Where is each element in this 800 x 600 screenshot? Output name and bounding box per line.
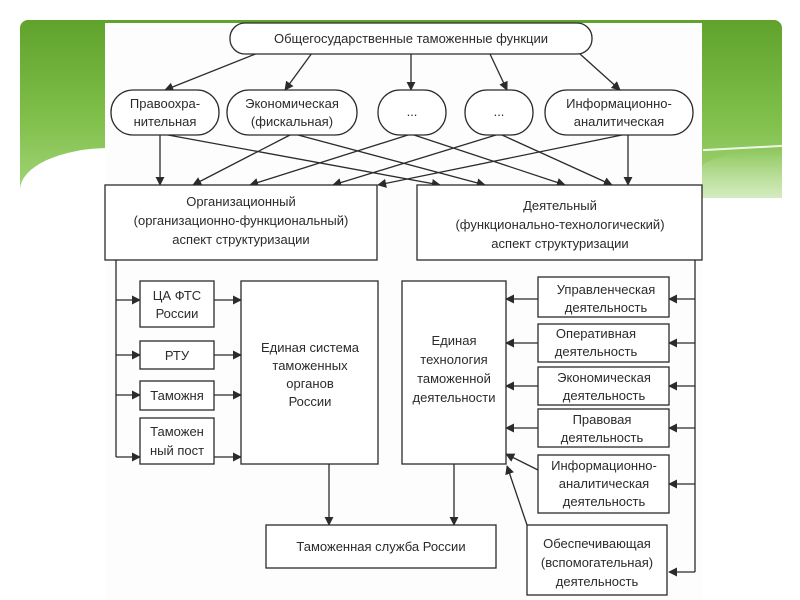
unified-system-label-line: Единая система (261, 340, 360, 355)
edge-f4-to-org (332, 134, 497, 187)
function-node-f3: ... (377, 89, 447, 136)
organ-label-line: России (156, 306, 199, 321)
activity-label-line: деятельность (555, 344, 638, 359)
aspect-label-line: (организационно-функциональный) (134, 213, 349, 228)
organ-label-line: Таможня (150, 388, 204, 403)
edge-f5-to-org (377, 134, 623, 188)
edge-f2-to-act (297, 134, 486, 188)
activity-label-line: деятельность (556, 574, 639, 589)
unified-system-label-line: таможенных (272, 358, 348, 373)
edge-f2-to-org (192, 134, 291, 186)
edge-activity-5-to-tech (505, 453, 539, 471)
activity-box-a1: Управленческая деятельность (537, 276, 670, 318)
diagram-edges (115, 52, 696, 577)
unified-system-label-line: России (289, 394, 332, 409)
unified-technology-label-line: Единая (432, 333, 477, 348)
function-label-line: ... (407, 104, 418, 119)
root-node-label: Общегосударственные таможенные функции (274, 31, 548, 46)
unified-system-box: Единая система таможенных органов России (240, 280, 379, 465)
function-node-f2: Экономическая (фискальная) (226, 89, 358, 136)
activity-aspect-box: Деятельный (функционально-технологически… (416, 184, 703, 261)
activity-label-line: деятельность (563, 494, 646, 509)
aspect-label-line: Деятельный (523, 198, 597, 213)
function-label-line: Информационно- (566, 96, 672, 111)
unified-technology-label-line: технология (420, 352, 487, 367)
function-node-f5: Информационно- аналитическая (544, 89, 694, 136)
activity-label-line: деятельность (563, 388, 646, 403)
activity-label-line: деятельность (565, 300, 648, 315)
organ-label-line: РТУ (165, 348, 190, 363)
slide-swoosh-decoration-right (700, 150, 782, 200)
activity-box-a6: Обеспечивающая (вспомогательная) деятель… (526, 524, 668, 596)
result-box: Таможенная служба России (265, 524, 497, 569)
organ-box-o2: РТУ (139, 340, 215, 370)
activity-label-line: (вспомогательная) (541, 555, 653, 570)
function-label-line: аналитическая (574, 114, 664, 129)
aspect-label-line: аспект структуризации (491, 236, 628, 251)
aspect-label-line: Организационный (186, 194, 296, 209)
edge-root-to-f2 (284, 52, 313, 91)
activity-label-line: Экономическая (557, 370, 651, 385)
unified-technology-box: Единая технология таможенной деятельност… (401, 280, 507, 465)
function-label-line: нительная (134, 114, 197, 129)
function-node-f1: Правоохра- нительная (110, 89, 220, 136)
unified-system-label-line: органов (286, 376, 334, 391)
organizational-aspect-box: Организационный (организационно-функцион… (104, 184, 378, 261)
edge-activity-6-to-tech (505, 465, 528, 526)
activity-box-a2: Оперативная деятельность (537, 323, 670, 363)
edge-root-to-f4 (489, 53, 508, 91)
activity-label-line: Информационно- (551, 458, 657, 473)
edge-f3-to-act (413, 134, 566, 187)
activity-label-line: Правовая (573, 412, 632, 427)
aspect-label-line: (функционально-технологический) (455, 217, 664, 232)
activity-label-line: деятельность (561, 430, 644, 445)
result-label: Таможенная служба России (296, 539, 465, 554)
edge-root-to-f1 (164, 52, 259, 92)
root-node: Общегосударственные таможенные функции (229, 22, 593, 55)
aspect-label-line: аспект структуризации (172, 232, 309, 247)
activity-box-a3: Экономическая деятельность (537, 366, 670, 406)
edge-f3-to-org (249, 134, 409, 187)
activity-label-line: Обеспечивающая (543, 536, 651, 551)
organ-box-o1: ЦА ФТС России (139, 280, 215, 328)
activity-box-a5: Информационно- аналитическая деятельност… (537, 454, 670, 514)
organ-box-o3: Таможня (139, 380, 215, 411)
unified-technology-label-line: деятельности (413, 390, 496, 405)
activity-label-line: Управленческая (557, 282, 656, 297)
unified-technology-label-line: таможенной (417, 371, 491, 386)
edge-root-to-f5 (579, 53, 621, 91)
function-node-f4: ... (464, 89, 534, 136)
function-label-line: ... (494, 104, 505, 119)
edge-f4-to-act (501, 134, 613, 186)
function-label-line: (фискальная) (251, 114, 333, 129)
activity-label-line: аналитическая (559, 476, 649, 491)
organ-label-line: ный пост (150, 443, 204, 458)
edge-f1-to-act (167, 134, 441, 188)
function-label-line: Правоохра- (130, 96, 200, 111)
function-label-line: Экономическая (245, 96, 339, 111)
activity-label-line: Оперативная (556, 326, 636, 341)
organ-label-line: Таможен (150, 424, 204, 439)
organ-box-o4: Таможен ный пост (139, 417, 215, 465)
activity-box-a4: Правовая деятельность (537, 408, 670, 448)
organ-label-line: ЦА ФТС (153, 288, 201, 303)
